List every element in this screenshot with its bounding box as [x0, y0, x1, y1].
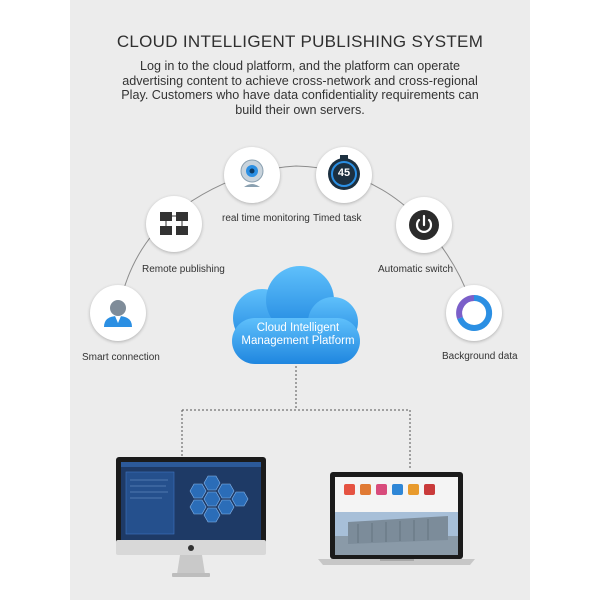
realtime-monitoring-label: real time monitoring [222, 213, 310, 224]
cloud-label-line1: Cloud Intelligent [256, 322, 340, 334]
page-title: CLOUD INTELLIGENT PUBLISHING SYSTEM [116, 32, 484, 51]
power-icon [409, 210, 439, 240]
timer-value: 45 [337, 167, 351, 179]
timed-task-node[interactable]: 45 [316, 147, 372, 203]
user-icon [104, 300, 132, 327]
smart-connection-node[interactable] [90, 285, 146, 341]
smart-connection-label: Smart connection [82, 352, 160, 363]
background-data-node[interactable] [446, 285, 502, 341]
cloud-platform-label: Cloud Intelligent Management Platform [220, 322, 376, 347]
remote-publishing-label: Remote publishing [142, 264, 225, 275]
cloud-label-line2: Management Platform [241, 334, 355, 347]
network-icon [160, 212, 188, 235]
webcam-icon [240, 159, 264, 187]
automatic-switch-label: Automatic switch [378, 264, 454, 275]
automatic-switch-node[interactable] [396, 197, 452, 253]
background-data-label: Background data [442, 351, 518, 362]
realtime-monitoring-node[interactable] [224, 147, 280, 203]
page-description: Log in to the cloud platform, and the pl… [121, 59, 479, 117]
timed-task-label: Timed task [313, 213, 362, 224]
remote-publishing-node[interactable] [146, 196, 202, 252]
donut-chart-icon [456, 294, 493, 331]
timer-icon [328, 155, 360, 190]
